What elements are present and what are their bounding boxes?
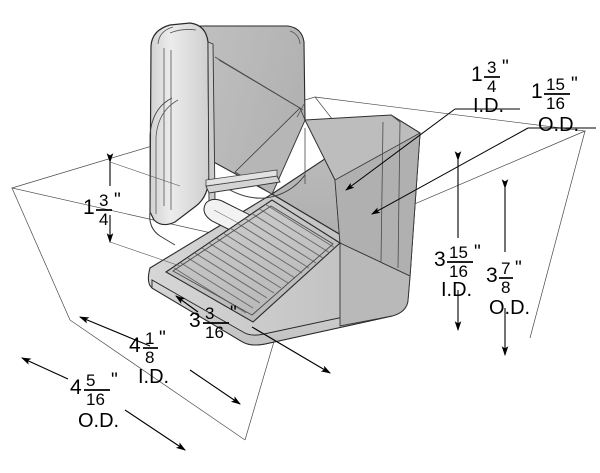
dimension-leader-depth-od bbox=[371, 127, 596, 215]
dim-whole: 1 bbox=[471, 63, 483, 86]
dim-qualifier: O.D. bbox=[78, 410, 119, 432]
dim-whole: 3 bbox=[434, 248, 446, 271]
dimension-text-depth-top-id: 1 3 4 " I.D. bbox=[471, 57, 509, 117]
back-panel-chamfer bbox=[234, 107, 306, 195]
dim-whole: 1 bbox=[83, 196, 95, 219]
dim-whole: 3 bbox=[486, 264, 498, 287]
left-wall-inner-return bbox=[149, 97, 173, 212]
dim-denominator: 16 bbox=[449, 262, 468, 281]
dim-denominator: 8 bbox=[145, 348, 154, 367]
dimension-line-width-id bbox=[78, 316, 241, 405]
right-wall-edge-lines bbox=[304, 114, 401, 269]
dim-unit: " bbox=[502, 57, 509, 78]
dim-numerator: 3 bbox=[205, 304, 214, 323]
dim-numerator: 5 bbox=[86, 371, 95, 390]
dim-numerator: 3 bbox=[99, 191, 108, 210]
dim-numerator: 3 bbox=[487, 58, 496, 77]
left-lower-corner bbox=[149, 211, 176, 246]
dim-numerator: 7 bbox=[501, 259, 510, 278]
left-wall-thickness bbox=[157, 26, 174, 210]
dim-unit: " bbox=[230, 303, 237, 324]
dimension-line-width-od bbox=[20, 357, 186, 451]
dimension-line-height-left bbox=[106, 153, 181, 267]
dimension-text-width-od: 4 5 16 " O.D. bbox=[70, 370, 119, 432]
dim-denominator: 8 bbox=[501, 278, 510, 297]
bottom-right-foot bbox=[339, 242, 411, 327]
left-wall-inner-return-2 bbox=[155, 99, 179, 214]
dim-unit: " bbox=[571, 74, 578, 95]
dim-unit: " bbox=[111, 370, 118, 391]
dim-denominator: 16 bbox=[546, 94, 565, 113]
dim-qualifier: I.D. bbox=[138, 366, 169, 388]
dimension-text-depth-top-od: 1 15 16 " O.D. bbox=[531, 74, 579, 136]
dimension-text-width-id: 4 1 8 " I.D. bbox=[129, 328, 169, 388]
dim-qualifier: I.D. bbox=[441, 279, 472, 301]
dim-whole: 1 bbox=[531, 80, 543, 103]
dimension-leader-depth-id bbox=[345, 108, 520, 191]
dim-whole: 4 bbox=[70, 376, 82, 399]
dim-whole: 4 bbox=[129, 334, 141, 357]
dim-whole: 3 bbox=[189, 309, 201, 332]
bin-body bbox=[147, 22, 421, 346]
dim-unit: " bbox=[515, 258, 522, 279]
dim-qualifier: O.D. bbox=[489, 297, 530, 319]
dimension-line-tray-depth bbox=[175, 295, 331, 374]
dim-unit: " bbox=[474, 242, 481, 263]
dimension-text-height-right-id: 3 15 16 " I.D. bbox=[434, 242, 481, 301]
dim-numerator: 15 bbox=[449, 243, 468, 262]
dim-denominator: 4 bbox=[99, 210, 108, 229]
dim-qualifier: O.D. bbox=[538, 114, 579, 136]
dim-qualifier: I.D. bbox=[473, 95, 504, 117]
dim-denominator: 4 bbox=[487, 77, 496, 96]
dim-denominator: 16 bbox=[86, 390, 105, 409]
drip-tray-ribs bbox=[173, 203, 336, 314]
dimension-text-tray-depth: 3 3 16 " bbox=[189, 303, 237, 342]
inner-diagonal-seam bbox=[214, 56, 304, 111]
dim-numerator: 1 bbox=[145, 329, 154, 348]
dim-unit: " bbox=[114, 190, 121, 211]
dimension-text-height-left: 1 3 4 " bbox=[83, 190, 121, 229]
shelf-bar-edge bbox=[205, 169, 278, 187]
dim-denominator: 16 bbox=[205, 323, 224, 342]
top-corner-highlights bbox=[169, 29, 305, 118]
dim-numerator: 15 bbox=[546, 75, 565, 94]
drip-tray-border bbox=[172, 205, 334, 316]
dimension-text-height-right-od: 3 7 8 " O.D. bbox=[486, 258, 530, 319]
dim-unit: " bbox=[159, 328, 166, 349]
